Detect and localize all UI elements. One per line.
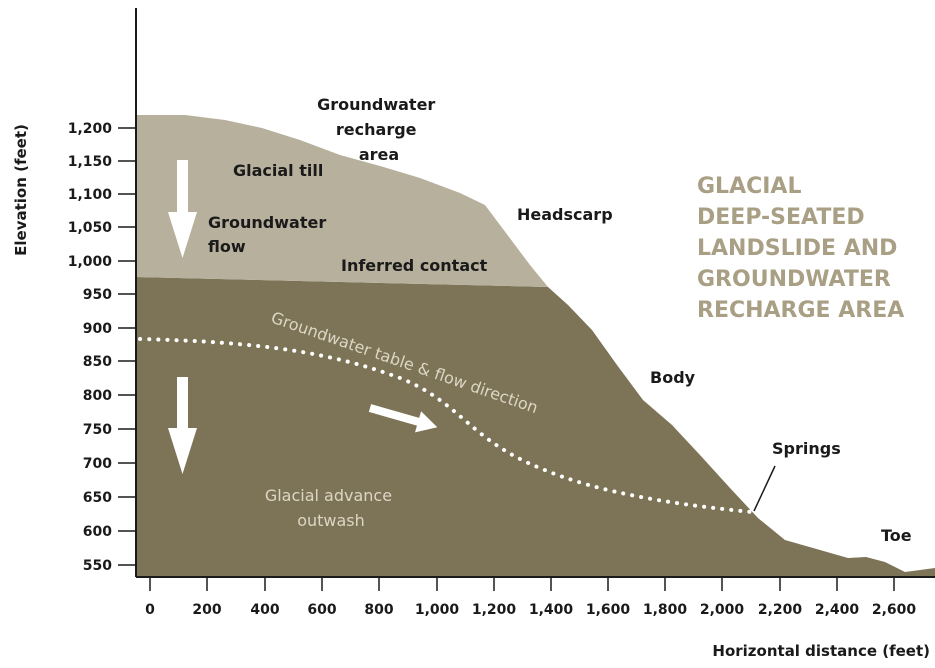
x-tick-label: 200 bbox=[192, 602, 221, 618]
x-tick-label: 400 bbox=[250, 602, 279, 618]
x-tick-label: 600 bbox=[307, 602, 336, 618]
down-arrow-icon bbox=[168, 377, 197, 474]
x-tick-label: 1,400 bbox=[529, 602, 574, 618]
x-tick-label: 0 bbox=[145, 602, 155, 618]
x-tick-label: 2,400 bbox=[815, 602, 860, 618]
headscarp-label: Headscarp bbox=[517, 205, 613, 224]
x-tick-label: 2,000 bbox=[700, 602, 745, 618]
y-tick-label: 700 bbox=[83, 456, 112, 472]
toe-label: Toe bbox=[881, 526, 912, 545]
y-tick-label: 550 bbox=[83, 558, 112, 574]
diagram-title: GLACIAL DEEP-SEATED LANDSLIDE AND GROUND… bbox=[697, 174, 905, 323]
y-tick-marks bbox=[118, 127, 136, 566]
y-tick-label: 600 bbox=[83, 524, 112, 540]
recharge-area-label: Groundwater recharge area bbox=[317, 95, 441, 164]
glacial-till-label: Glacial till bbox=[233, 161, 323, 180]
down-arrow-icon bbox=[168, 160, 197, 258]
glacial-till-layer bbox=[136, 115, 548, 287]
x-tick-label: 2,600 bbox=[872, 602, 917, 618]
x-tick-label: 2,200 bbox=[758, 602, 803, 618]
y-tick-label: 1,050 bbox=[68, 220, 113, 236]
outwash-layer bbox=[136, 277, 935, 577]
y-tick-label: 1,000 bbox=[68, 254, 113, 270]
y-tick-label: 1,200 bbox=[68, 121, 113, 137]
y-tick-label: 650 bbox=[83, 490, 112, 506]
inferred-contact-label: Inferred contact bbox=[341, 256, 488, 275]
flow-direction-arrow-icon bbox=[368, 404, 438, 433]
springs-leader-line bbox=[753, 465, 776, 512]
springs-label: Springs bbox=[772, 439, 841, 458]
y-tick-label: 900 bbox=[83, 321, 112, 337]
x-tick-label: 1,000 bbox=[415, 602, 460, 618]
y-axis-title: Elevation (feet) bbox=[12, 124, 30, 256]
x-axis-title: Horizontal distance (feet) bbox=[712, 642, 930, 660]
x-tick-labels: 0 200 400 600 800 1,000 1,200 1,400 1,60… bbox=[145, 602, 916, 618]
y-tick-label: 750 bbox=[83, 422, 112, 438]
y-tick-labels: 1,200 1,150 1,100 1,050 1,000 950 900 85… bbox=[68, 121, 113, 574]
x-tick-label: 1,600 bbox=[586, 602, 631, 618]
outwash-label: Glacial advance outwash bbox=[265, 486, 397, 530]
y-tick-label: 850 bbox=[83, 354, 112, 370]
y-tick-label: 950 bbox=[83, 287, 112, 303]
y-tick-label: 800 bbox=[83, 388, 112, 404]
y-tick-label: 1,100 bbox=[68, 187, 113, 203]
x-tick-label: 1,800 bbox=[643, 602, 688, 618]
body-label: Body bbox=[650, 368, 696, 387]
y-tick-label: 1,150 bbox=[68, 154, 113, 170]
groundwater-flow-label: Groundwater flow bbox=[208, 213, 332, 256]
x-tick-label: 800 bbox=[364, 602, 393, 618]
x-tick-marks bbox=[149, 577, 895, 591]
groundwater-table-line bbox=[138, 337, 754, 514]
x-tick-label: 1,200 bbox=[472, 602, 517, 618]
